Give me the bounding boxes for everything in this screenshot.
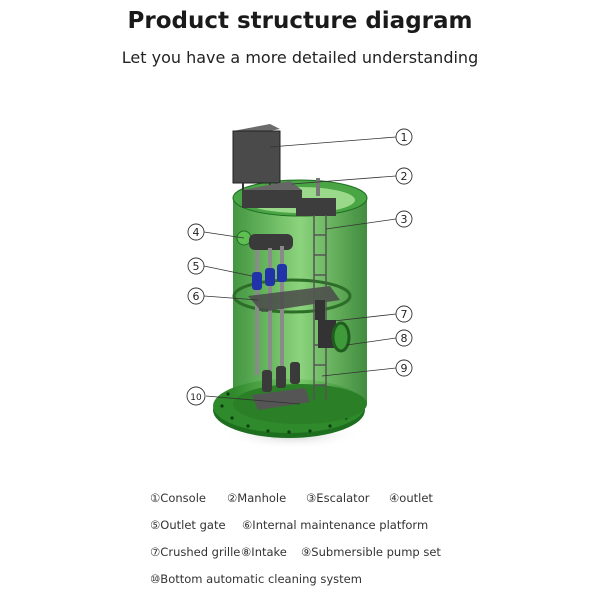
- callout-8-circle: [395, 329, 413, 347]
- callout-3-circle: [395, 210, 413, 228]
- callout-7: 7: [401, 308, 408, 321]
- callout-1-circle: [395, 128, 413, 146]
- callout-9: 9: [401, 362, 408, 375]
- callout-2-circle: [395, 167, 413, 185]
- callout-6-circle: [187, 287, 205, 305]
- legend-item-escalator: ③Escalator: [306, 491, 370, 505]
- crushed-grille: [315, 300, 325, 320]
- callout-5: 5: [193, 260, 200, 273]
- callout-2: 2: [401, 170, 408, 183]
- callout-markers: [186, 128, 413, 406]
- legend-item-console: ①Console: [150, 491, 206, 505]
- legend-item-outlet-gate: ⑤Outlet gate: [150, 518, 226, 532]
- callout-9-circle: [395, 359, 413, 377]
- intake-box: [318, 320, 336, 348]
- legend-item-outlet: ④outlet: [389, 491, 433, 505]
- legend-item-cleaning-system: ⑩Bottom automatic cleaning system: [150, 572, 362, 586]
- callout-3: 3: [401, 213, 408, 226]
- callout-10-circle: [186, 386, 206, 406]
- callout-lines: [203, 136, 397, 405]
- manhole-covers: [242, 178, 336, 216]
- submersible-pumps: [252, 362, 310, 410]
- intake-flange: [331, 321, 351, 353]
- callout-7-circle: [395, 305, 413, 323]
- callout-5-circle: [187, 257, 205, 275]
- platform-ring: [232, 278, 352, 314]
- legend-item-maintenance-platform: ⑥Internal maintenance platform: [242, 518, 429, 532]
- legend-item-manhole: ②Manhole: [227, 491, 287, 505]
- callout-1: 1: [401, 131, 408, 144]
- page-title: Product structure diagram: [127, 8, 473, 34]
- callout-4: 4: [193, 226, 200, 239]
- outlet-gates: [252, 264, 287, 290]
- page-subtitle: Let you have a more detailed understandi…: [121, 48, 479, 67]
- legend-item-intake: ⑧Intake: [241, 545, 287, 559]
- callout-8: 8: [401, 332, 408, 345]
- callout-10: 10: [190, 393, 202, 403]
- callout-4-circle: [187, 223, 205, 241]
- legend-item-pump-set: ⑨Submersible pump set: [301, 545, 441, 559]
- legend-item-crushed-grille: ⑦Crushed grille: [150, 545, 241, 559]
- maintenance-platform: [248, 286, 340, 312]
- outlet-pipe: [249, 234, 293, 250]
- callout-6: 6: [193, 290, 200, 303]
